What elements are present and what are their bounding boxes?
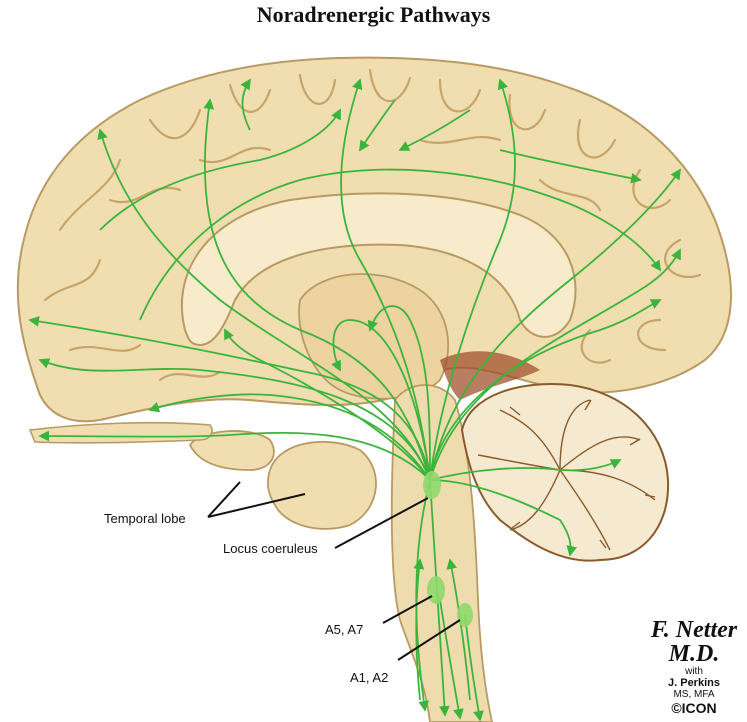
signature-credentials: MS, MFA [673, 689, 715, 700]
a5-a7-nucleus [427, 576, 445, 604]
gyri [43, 68, 702, 382]
signature-coauthor: J. Perkins [668, 677, 720, 689]
label-temporal-lobe: Temporal lobe [104, 511, 186, 526]
icon-logo: ©ICON [671, 700, 717, 716]
temporal-lobe-upper [188, 430, 275, 471]
corpus-callosum [180, 192, 577, 347]
temporal-lobe-lower [267, 440, 377, 530]
page-title: Noradrenergic Pathways [256, 2, 491, 27]
cerebellum [460, 383, 670, 562]
label-locus-coeruleus: Locus coeruleus [223, 541, 318, 556]
label-a5-a7: A5, A7 [325, 622, 364, 637]
label-a1-a2: A1, A2 [350, 670, 389, 685]
signature-script: F. Netter M.D. [650, 617, 738, 667]
olfactory-tract [28, 421, 213, 444]
signature-with: with [685, 666, 703, 677]
a1-a2-nucleus [457, 603, 473, 627]
artist-signature: F. Netter M.D. with J. Perkins MS, MFA ©… [649, 618, 739, 716]
noradrenergic-pathways [28, 78, 681, 722]
locus-coeruleus-nucleus [423, 471, 441, 499]
leader-lines [207, 481, 461, 661]
fourth-ventricle [440, 351, 540, 400]
